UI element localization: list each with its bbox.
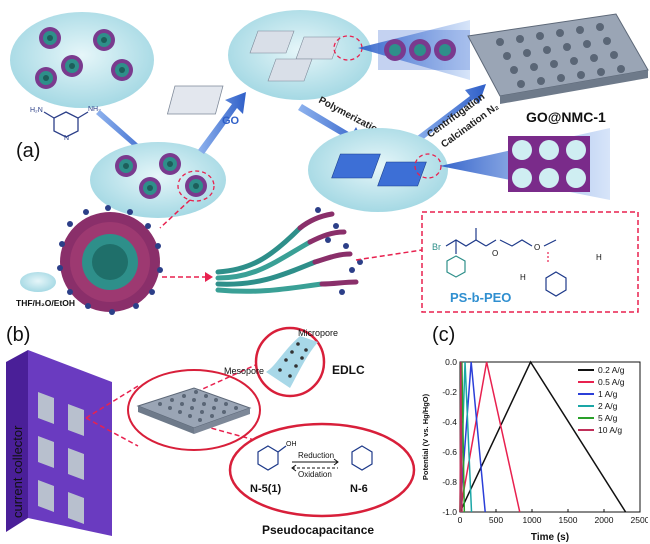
go-composite-bubble bbox=[228, 10, 372, 100]
y-tick-label: -0.4 bbox=[442, 417, 457, 427]
copolymer-chains bbox=[215, 211, 359, 294]
chart-ylabel: Potential (V vs. Hg/HgO) bbox=[421, 393, 430, 480]
n51-molecule bbox=[257, 445, 287, 471]
y-tick-label: -1.0 bbox=[442, 507, 457, 517]
collector-label: current collector bbox=[10, 425, 25, 518]
panel-b-diagram: current collector Micropore Mesopore EDL… bbox=[6, 326, 416, 537]
x-tick-label: 1500 bbox=[559, 515, 578, 525]
micelle-aggregation-bubble bbox=[90, 142, 226, 218]
oxidation-label: Oxidation bbox=[298, 470, 332, 479]
y-tick-label: -0.6 bbox=[442, 447, 457, 457]
gcd-chart: 0 500 1000 1500 2000 2500 0.0 -0.2 -0.4 -0.6 -0.8 -… bbox=[421, 357, 648, 542]
legend-label: 5 A/g bbox=[598, 413, 618, 423]
edlc-label: EDLC bbox=[332, 363, 365, 377]
go-step-label: GO bbox=[222, 115, 240, 127]
solvent-legend-bubble bbox=[20, 272, 56, 292]
reduction-label: Reduction bbox=[298, 451, 334, 460]
panel-b-label: (b) bbox=[6, 324, 31, 346]
current-collector bbox=[6, 350, 112, 536]
micelle-solution-bubble bbox=[10, 12, 154, 108]
arrow-head bbox=[205, 272, 213, 282]
go-sheet-icon bbox=[166, 85, 224, 115]
mesopore-label: Mesopore bbox=[224, 366, 264, 376]
electrode-sheet bbox=[136, 387, 252, 434]
n6-molecule bbox=[351, 445, 373, 471]
chart-xlabel: Time (s) bbox=[531, 532, 569, 542]
svg-text:H: H bbox=[520, 273, 526, 282]
solvent-label: THF/H₂O/EtOH bbox=[16, 298, 75, 308]
chain-amine-dots bbox=[315, 207, 363, 295]
copolymer-label: PS-b-PEO bbox=[450, 290, 511, 305]
y-tick-label: -0.2 bbox=[442, 387, 457, 397]
y-tick-label: -0.8 bbox=[442, 477, 457, 487]
panel-c-label: (c) bbox=[432, 324, 456, 346]
x-tick-label: 0 bbox=[458, 515, 463, 525]
svg-text:H: H bbox=[596, 253, 602, 262]
dashed-connector-micelle bbox=[159, 199, 191, 229]
series-line-0-2-a-g bbox=[459, 360, 627, 513]
magnified-pore-lattice bbox=[440, 128, 610, 200]
x-tick-label: 2500 bbox=[631, 515, 648, 525]
arrow-go-step bbox=[198, 92, 246, 154]
legend-label: 1 A/g bbox=[598, 389, 618, 399]
x-tick-label: 1000 bbox=[523, 515, 542, 525]
x-tick-label: 2000 bbox=[595, 515, 614, 525]
porous-product-sheet bbox=[467, 13, 649, 104]
large-micelle bbox=[57, 205, 163, 315]
pseudo-ellipse bbox=[228, 422, 416, 518]
n51-label: N-5(1) bbox=[250, 483, 282, 495]
legend-label: 2 A/g bbox=[598, 401, 618, 411]
svg-text:Br: Br bbox=[432, 242, 441, 252]
ps-b-peo-structure: Br O O H H bbox=[432, 228, 602, 297]
polymerized-composite-bubble bbox=[308, 128, 448, 212]
pore-wall bbox=[266, 336, 318, 388]
svg-text:O: O bbox=[534, 243, 540, 252]
pseudo-label: Pseudocapacitance bbox=[262, 523, 374, 537]
series-line-10-a-g bbox=[459, 361, 463, 513]
structure-box bbox=[421, 211, 639, 313]
svg-text:N: N bbox=[64, 135, 69, 142]
redox-arrows bbox=[291, 458, 339, 472]
magnified-micelle-layer bbox=[358, 20, 470, 80]
arrow-centrifugation bbox=[412, 84, 486, 145]
product-label: GO@NMC-1 bbox=[526, 109, 606, 125]
x-tick-label: 500 bbox=[489, 515, 503, 525]
panel-a-label: (a) bbox=[16, 140, 41, 162]
legend-label: 10 A/g bbox=[598, 425, 622, 435]
oh-label: OH bbox=[286, 441, 297, 448]
y-tick-label: 0.0 bbox=[445, 357, 457, 367]
svg-text:H₂N: H₂N bbox=[30, 107, 43, 114]
diaminopyridine-molecule: H₂N NH₂ N bbox=[30, 106, 101, 142]
dashed-arrow-to-structure bbox=[355, 249, 423, 261]
panel-a-diagram: H₂N NH₂ N GO bbox=[10, 10, 649, 315]
legend-label: 0.5 A/g bbox=[598, 377, 625, 387]
svg-text:NH₂: NH₂ bbox=[88, 106, 101, 113]
electrode-ellipse bbox=[127, 369, 261, 451]
n6-label: N-6 bbox=[350, 483, 368, 495]
legend-label: 0.2 A/g bbox=[598, 365, 625, 375]
micropore-label: Micropore bbox=[298, 328, 338, 338]
svg-text:O: O bbox=[492, 249, 498, 258]
